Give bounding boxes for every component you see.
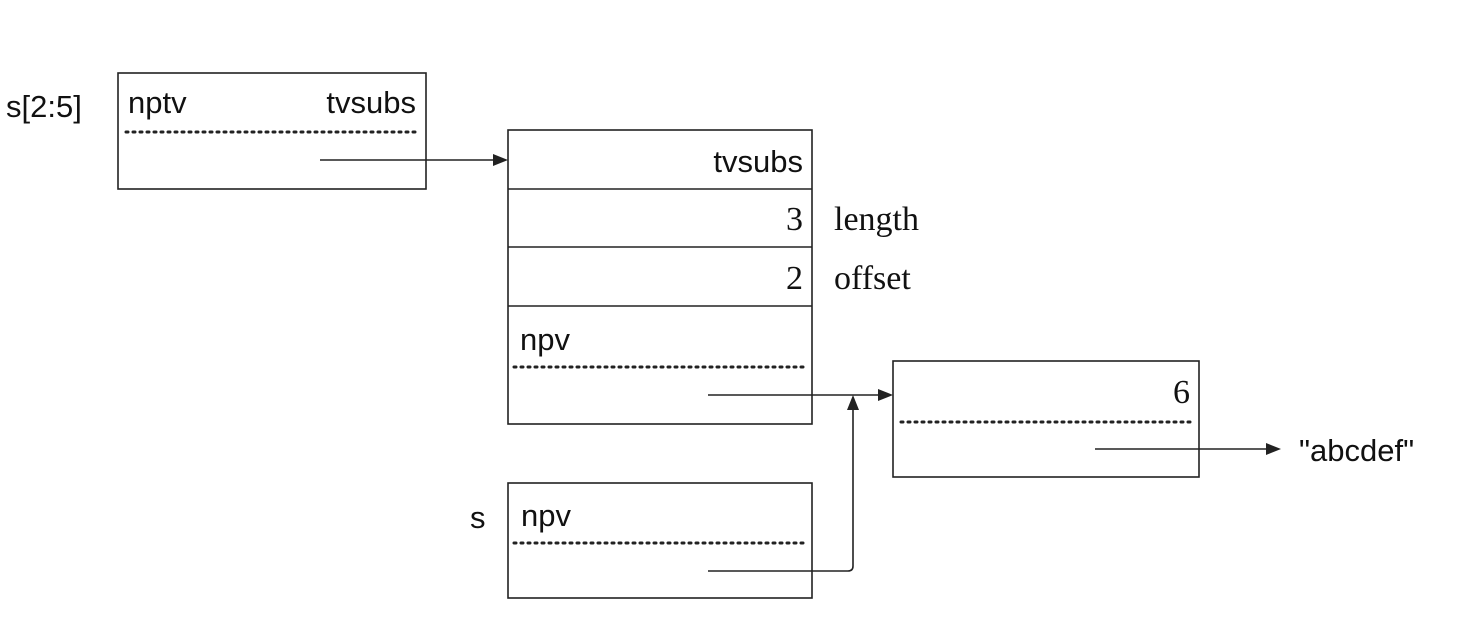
arrow-block-to-string bbox=[708, 389, 893, 401]
block-type-field: tvsubs bbox=[713, 144, 803, 179]
arrow-head bbox=[493, 154, 508, 166]
arrow-string-to-literal bbox=[1095, 443, 1281, 455]
variable-name-label: s bbox=[470, 500, 486, 535]
descriptor-s-slice: s[2:5] nptv tvsubs bbox=[6, 72, 427, 190]
descriptor-right-field: tvsubs bbox=[326, 85, 416, 120]
string-length-value: 6 bbox=[1173, 374, 1190, 411]
arrow-head bbox=[1266, 443, 1281, 455]
variable-pointer-field: npv bbox=[521, 498, 571, 533]
offset-label: offset bbox=[834, 260, 911, 297]
offset-value: 2 bbox=[786, 260, 803, 297]
arrow-line bbox=[708, 408, 854, 572]
variable-s: s npv bbox=[470, 482, 813, 599]
arrow-descriptor-to-block bbox=[320, 154, 508, 166]
variable-box bbox=[507, 482, 813, 599]
subscript-block-box bbox=[507, 129, 813, 425]
arrow-head bbox=[878, 389, 893, 401]
descriptor-left-field: nptv bbox=[128, 85, 187, 120]
length-value: 3 bbox=[786, 201, 803, 238]
length-label: length bbox=[834, 201, 919, 238]
subscript-block: tvsubs 3 length 2 offset npv bbox=[507, 129, 919, 425]
arrow-variable-to-string bbox=[708, 395, 859, 572]
string-literal: "abcdef" bbox=[1299, 433, 1414, 468]
string-block: 6 bbox=[892, 360, 1200, 478]
descriptor-box bbox=[117, 72, 427, 190]
descriptor-name-label: s[2:5] bbox=[6, 89, 82, 124]
block-pointer-field: npv bbox=[520, 322, 570, 357]
arrow-head bbox=[847, 395, 859, 410]
string-block-box bbox=[892, 360, 1200, 478]
